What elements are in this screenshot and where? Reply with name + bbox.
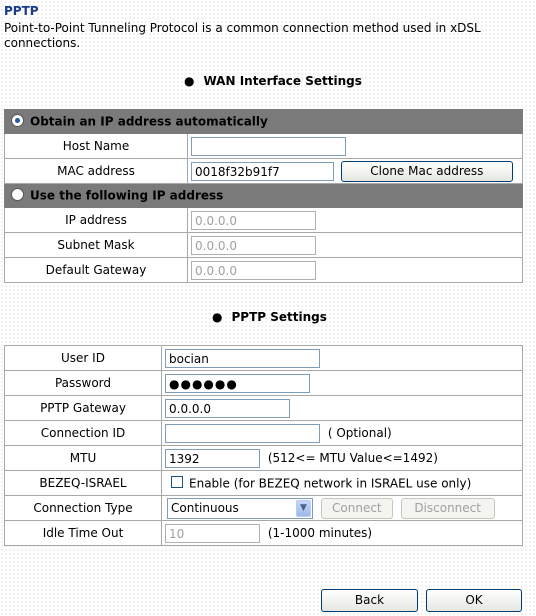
- mtu-note: (512<= MTU Value<=1492): [267, 451, 438, 465]
- use-following-radio[interactable]: [11, 188, 24, 202]
- connection-id-input[interactable]: [165, 423, 320, 443]
- bezeq-row: BEZEQ-ISRAEL Enable (for BEZEQ network i…: [4, 470, 523, 496]
- pptp-section-heading: ● PPTP Settings: [212, 310, 327, 324]
- idle-timeout-label: Idle Time Out: [4, 520, 162, 546]
- wan-heading-text: WAN Interface Settings: [203, 74, 362, 88]
- pptp-gateway-input[interactable]: 0.0.0.0: [165, 398, 290, 418]
- ip-address-row: IP address 0.0.0.0: [4, 207, 523, 233]
- user-id-input[interactable]: bocian: [165, 348, 320, 368]
- mac-address-label: MAC address: [4, 158, 188, 184]
- pptp-gateway-row: PPTP Gateway 0.0.0.0: [4, 395, 523, 421]
- default-gateway-input[interactable]: 0.0.0.0: [191, 260, 316, 280]
- pptp-settings-table: User ID bocian Password ●●●●●● PPTP Gate…: [4, 345, 523, 546]
- mac-address-row: MAC address 0018f32b91f7 Clone Mac addre…: [4, 158, 523, 184]
- subnet-mask-input[interactable]: 0.0.0.0: [191, 235, 316, 255]
- disconnect-button[interactable]: Disconnect: [400, 497, 495, 519]
- clone-mac-button[interactable]: Clone Mac address: [340, 160, 513, 182]
- connection-type-label: Connection Type: [4, 495, 162, 521]
- connection-type-select[interactable]: Continuous ▼: [167, 497, 313, 519]
- mtu-row: MTU 1392 (512<= MTU Value<=1492): [4, 445, 523, 471]
- back-button[interactable]: Back: [321, 589, 418, 612]
- obtain-auto-option[interactable]: Obtain an IP address automatically: [4, 109, 523, 134]
- pptp-gateway-label: PPTP Gateway: [4, 395, 162, 421]
- mtu-label: MTU: [4, 445, 162, 471]
- connection-type-value: Continuous: [171, 500, 239, 515]
- ip-address-label: IP address: [4, 207, 188, 233]
- mtu-input[interactable]: 1392: [165, 448, 260, 468]
- page-title: PPTP: [4, 4, 39, 18]
- mac-address-input[interactable]: 0018f32b91f7: [191, 161, 334, 181]
- pptp-heading-text: PPTP Settings: [231, 310, 327, 324]
- wan-settings-table: Obtain an IP address automatically Host …: [4, 109, 523, 283]
- idle-timeout-input[interactable]: 10: [165, 523, 260, 543]
- connection-id-row: Connection ID ( Optional): [4, 420, 523, 446]
- use-following-option[interactable]: Use the following IP address: [4, 183, 523, 208]
- obtain-auto-row: Obtain an IP address automatically: [4, 109, 523, 134]
- bezeq-checkbox[interactable]: [171, 476, 183, 489]
- host-name-row: Host Name: [4, 133, 523, 159]
- default-gateway-label: Default Gateway: [4, 257, 188, 283]
- user-id-row: User ID bocian: [4, 345, 523, 371]
- connection-id-note: ( Optional): [327, 426, 392, 440]
- obtain-auto-label: Obtain an IP address automatically: [30, 114, 268, 129]
- connect-button[interactable]: Connect: [320, 497, 393, 519]
- default-gateway-row: Default Gateway 0.0.0.0: [4, 257, 523, 283]
- ok-button[interactable]: OK: [426, 589, 522, 612]
- obtain-auto-radio[interactable]: [11, 114, 24, 128]
- password-row: Password ●●●●●●: [4, 370, 523, 396]
- wan-section-heading: ● WAN Interface Settings: [184, 74, 362, 88]
- bullet-icon: ●: [184, 74, 195, 88]
- subnet-mask-row: Subnet Mask 0.0.0.0: [4, 232, 523, 258]
- bullet-icon: ●: [212, 310, 223, 324]
- subnet-mask-label: Subnet Mask: [4, 232, 188, 258]
- password-label: Password: [4, 370, 162, 396]
- bezeq-label: BEZEQ-ISRAEL: [4, 470, 162, 496]
- idle-timeout-row: Idle Time Out 10 (1-1000 minutes): [4, 520, 523, 546]
- ip-address-input[interactable]: 0.0.0.0: [191, 210, 316, 230]
- use-following-label: Use the following IP address: [30, 188, 224, 203]
- host-name-label: Host Name: [4, 133, 188, 159]
- connection-id-label: Connection ID: [4, 420, 162, 446]
- user-id-label: User ID: [4, 345, 162, 371]
- bezeq-enable-text: Enable (for BEZEQ network in ISRAEL use …: [189, 476, 472, 491]
- idle-timeout-note: (1-1000 minutes): [267, 526, 373, 540]
- chevron-down-icon[interactable]: ▼: [296, 499, 311, 517]
- page-description: Point-to-Point Tunneling Protocol is a c…: [4, 21, 481, 50]
- password-input[interactable]: ●●●●●●: [165, 373, 310, 393]
- connection-type-row: Connection Type Continuous ▼ Connect Dis…: [4, 495, 523, 521]
- host-name-input[interactable]: [191, 136, 346, 156]
- use-following-row: Use the following IP address: [4, 183, 523, 208]
